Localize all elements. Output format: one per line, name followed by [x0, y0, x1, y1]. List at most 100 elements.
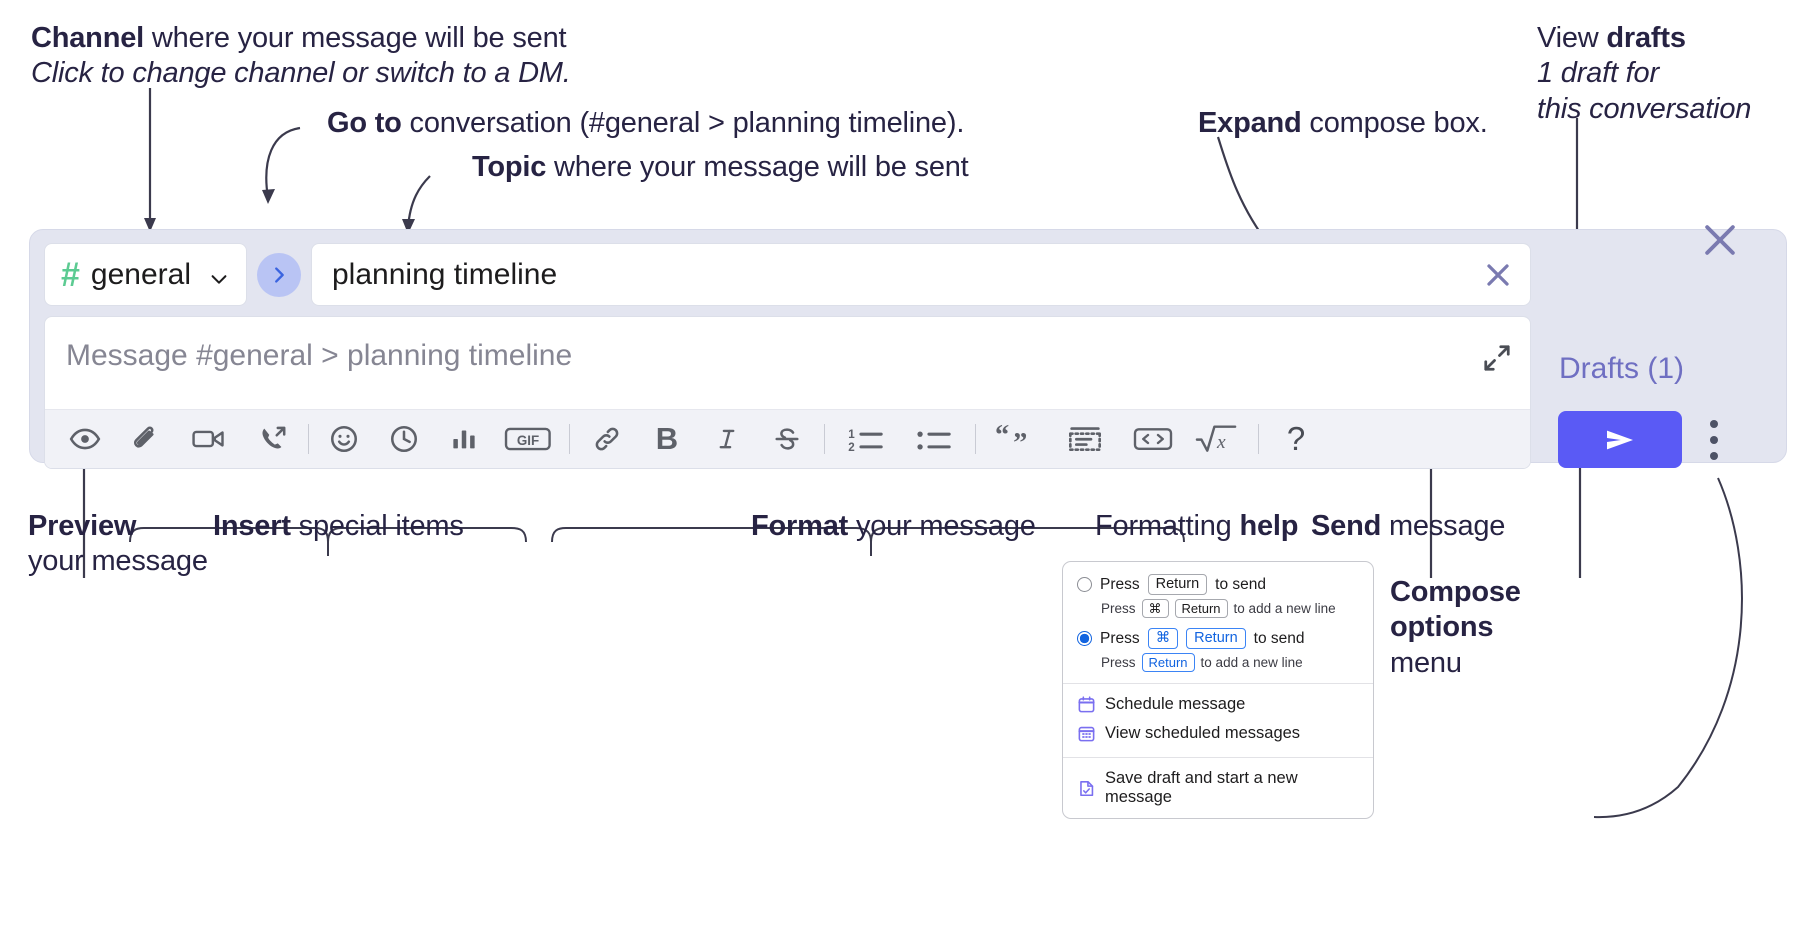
- compose-widget: # general Message #general > planning ti…: [29, 225, 1787, 469]
- radio-unselected-icon[interactable]: [1077, 577, 1092, 592]
- annotation-send: Send message: [1311, 509, 1505, 544]
- key-return: Return: [1186, 628, 1246, 649]
- annotation-drafts-pre: View: [1537, 22, 1607, 54]
- blockquote-icon[interactable]: “ ”: [990, 416, 1044, 462]
- strikethrough-icon[interactable]: [764, 416, 810, 462]
- calendar-grid-icon: [1077, 724, 1096, 743]
- annotation-drafts-line3: this conversation: [1537, 92, 1752, 125]
- annotation-preview-line2: your message: [28, 545, 208, 578]
- clock-icon[interactable]: [381, 416, 427, 462]
- toolbar-divider: [975, 424, 976, 454]
- annotation-format-bold: Format: [751, 510, 849, 542]
- annotation-channel-sub: Click to change channel or switch to a D…: [31, 57, 571, 90]
- math-icon[interactable]: x: [1190, 416, 1244, 462]
- bulleted-list-icon[interactable]: [907, 416, 961, 462]
- annotation-drafts-line2: 1 draft for: [1537, 57, 1659, 90]
- svg-text:x: x: [1216, 432, 1226, 453]
- key-command: ⌘: [1141, 599, 1169, 618]
- chevron-down-icon: [208, 264, 230, 286]
- expand-diagonal-icon: [1484, 345, 1510, 371]
- key-return: Return: [1174, 599, 1228, 618]
- link-icon[interactable]: [584, 416, 630, 462]
- option2-sub-pre: Press: [1101, 655, 1136, 670]
- annotation-help-pre: Formatting: [1095, 510, 1240, 542]
- svg-text:“: “: [995, 423, 1009, 451]
- toolbar-divider: [569, 424, 570, 454]
- svg-text:1: 1: [848, 428, 855, 441]
- option2-post: to send: [1253, 629, 1305, 647]
- option1-post: to send: [1215, 575, 1267, 593]
- italic-icon[interactable]: [704, 416, 750, 462]
- code-block-icon[interactable]: [1058, 416, 1112, 462]
- menu-option-cmd-return-to-send[interactable]: Press ⌘ Return to send: [1063, 626, 1373, 651]
- topic-field[interactable]: [311, 243, 1531, 306]
- emoji-icon[interactable]: [321, 416, 367, 462]
- annotation-expand-bold: Expand: [1198, 107, 1302, 139]
- toolbar-divider: [308, 424, 309, 454]
- annotation-expand-rest: compose box.: [1301, 107, 1488, 139]
- svg-text:”: ”: [1013, 428, 1027, 455]
- annotation-insert-bold: Insert: [213, 510, 291, 542]
- attachment-icon[interactable]: [122, 416, 168, 462]
- menu-option-return-sub: Press ⌘ Return to add a new line: [1063, 597, 1373, 620]
- key-return: Return: [1141, 653, 1195, 672]
- bold-label: B: [655, 421, 679, 456]
- option1-sub-post: to add a new line: [1233, 601, 1336, 616]
- preview-icon[interactable]: [62, 416, 108, 462]
- paper-plane-icon: [1607, 430, 1633, 449]
- kebab-dot: [1710, 420, 1718, 428]
- document-check-icon: [1077, 779, 1096, 798]
- audio-clip-icon[interactable]: [250, 416, 296, 462]
- option1-pre: Press: [1100, 575, 1140, 593]
- poll-icon[interactable]: [441, 416, 487, 462]
- compose-header-row: # general: [44, 243, 1531, 306]
- compose-options-button[interactable]: [1703, 420, 1725, 460]
- expand-compose-button[interactable]: [1482, 343, 1512, 373]
- video-clip-icon[interactable]: [182, 416, 236, 462]
- formatting-help-icon[interactable]: ?: [1273, 416, 1319, 462]
- menu-item-label: Save draft and start a new message: [1105, 769, 1298, 806]
- menu-divider: [1063, 757, 1373, 758]
- goto-conversation-button[interactable]: [257, 252, 301, 297]
- menu-item-label: View scheduled messages: [1105, 724, 1301, 742]
- channel-name-label: general: [90, 257, 191, 291]
- message-input[interactable]: Message #general > planning timeline: [45, 317, 1530, 409]
- ordered-list-icon[interactable]: 1 2: [839, 416, 893, 462]
- kebab-dot: [1710, 452, 1718, 460]
- annotation-format-rest: your message: [848, 510, 1036, 542]
- menu-item-view-scheduled-messages[interactable]: View scheduled messages: [1063, 719, 1373, 748]
- annotation-insert-rest: special items: [290, 510, 464, 542]
- annotation-channel: Channel where your message will be sent …: [31, 21, 571, 92]
- bold-icon[interactable]: B: [644, 416, 690, 462]
- annotation-formatting-help: Formatting help: [1095, 509, 1298, 544]
- send-button[interactable]: [1558, 411, 1682, 468]
- topic-input[interactable]: [330, 256, 1480, 293]
- gif-icon[interactable]: GIF: [501, 416, 555, 462]
- radio-selected-icon[interactable]: [1077, 631, 1092, 646]
- annotation-goto-bold: Go to: [327, 107, 402, 139]
- drafts-link[interactable]: Drafts (1): [1559, 352, 1685, 385]
- key-command: ⌘: [1147, 628, 1179, 649]
- inline-code-icon[interactable]: [1126, 416, 1180, 462]
- annotation-compose-line1: Compose: [1390, 576, 1521, 608]
- option2-pre: Press: [1100, 629, 1140, 647]
- annotation-format: Format your message: [751, 509, 1036, 544]
- annotation-preview: Preview your message: [28, 509, 208, 580]
- channel-selector-button[interactable]: # general: [44, 243, 247, 306]
- annotation-compose-line3: menu: [1390, 646, 1462, 679]
- menu-item-schedule-message[interactable]: Schedule message: [1063, 690, 1373, 719]
- menu-option-return-to-send[interactable]: Press Return to send: [1063, 572, 1373, 597]
- annotation-send-bold: Send: [1311, 510, 1382, 542]
- topic-clear-button[interactable]: [1480, 257, 1516, 293]
- annotation-topic-bold: Topic: [472, 151, 547, 183]
- close-compose-button[interactable]: [1698, 218, 1742, 262]
- menu-item-save-draft[interactable]: Save draft and start a new message: [1063, 764, 1373, 812]
- key-return: Return: [1147, 574, 1208, 595]
- annotation-preview-bold: Preview: [28, 510, 137, 542]
- toolbar-divider: [1258, 424, 1259, 454]
- menu-divider: [1063, 683, 1373, 684]
- help-label: ?: [1286, 420, 1306, 457]
- kebab-dot: [1710, 436, 1718, 444]
- annotation-compose-line2: options: [1390, 611, 1494, 644]
